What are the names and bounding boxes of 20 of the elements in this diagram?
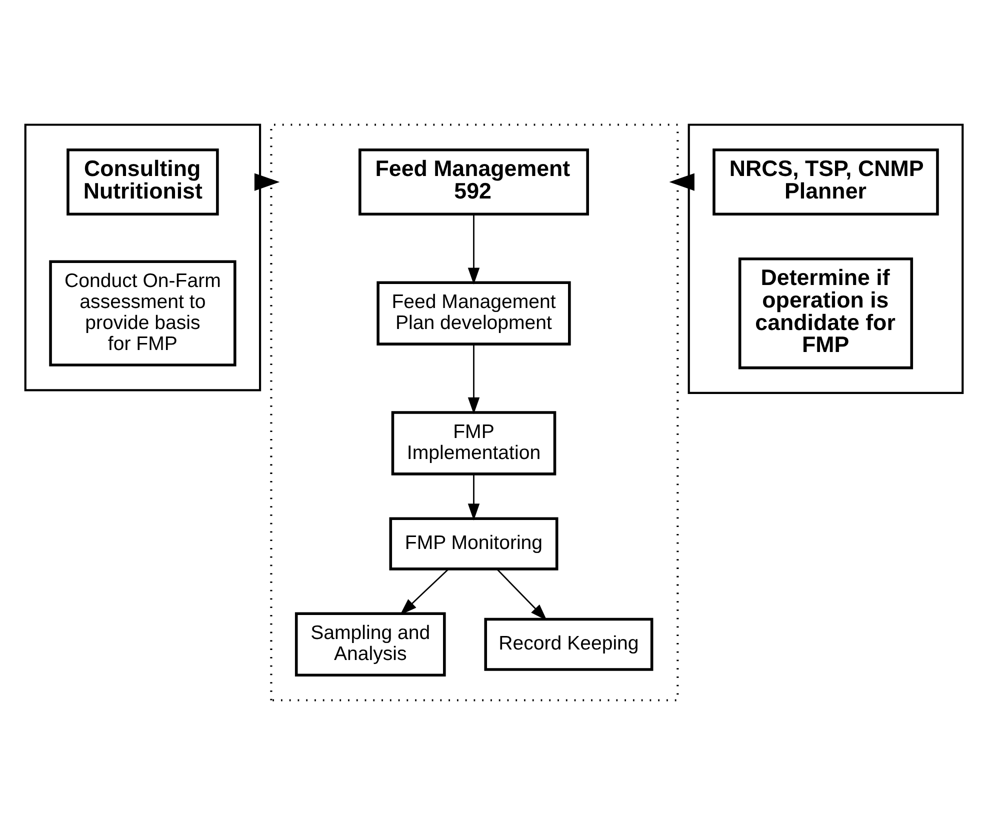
arrow <box>468 344 480 414</box>
node-box: FMP Monitoring <box>389 517 558 570</box>
arrow <box>468 214 480 285</box>
node-box: Feed Management 592 <box>358 148 589 216</box>
node-box: Sampling and Analysis <box>294 612 446 676</box>
cluster <box>24 124 262 392</box>
node-box: Consulting Nutritionist <box>66 148 219 216</box>
node-box: Conduct On-Farm assessment to provide basis for FMP <box>49 260 236 366</box>
node-box: Record Keeping <box>484 618 654 671</box>
node-box: NRCS, TSP, CNMP Planner <box>712 148 939 216</box>
arrow <box>254 173 280 191</box>
arrow <box>669 173 694 191</box>
cluster <box>688 124 964 394</box>
node-box: Determine if operation is candidate for FMP <box>738 257 914 370</box>
node-box: Feed Management Plan development <box>376 281 571 346</box>
arrow <box>400 568 449 615</box>
arrow <box>496 568 547 621</box>
node-box: FMP Implementation <box>391 411 556 476</box>
arrow <box>468 474 480 520</box>
cluster <box>270 124 679 702</box>
